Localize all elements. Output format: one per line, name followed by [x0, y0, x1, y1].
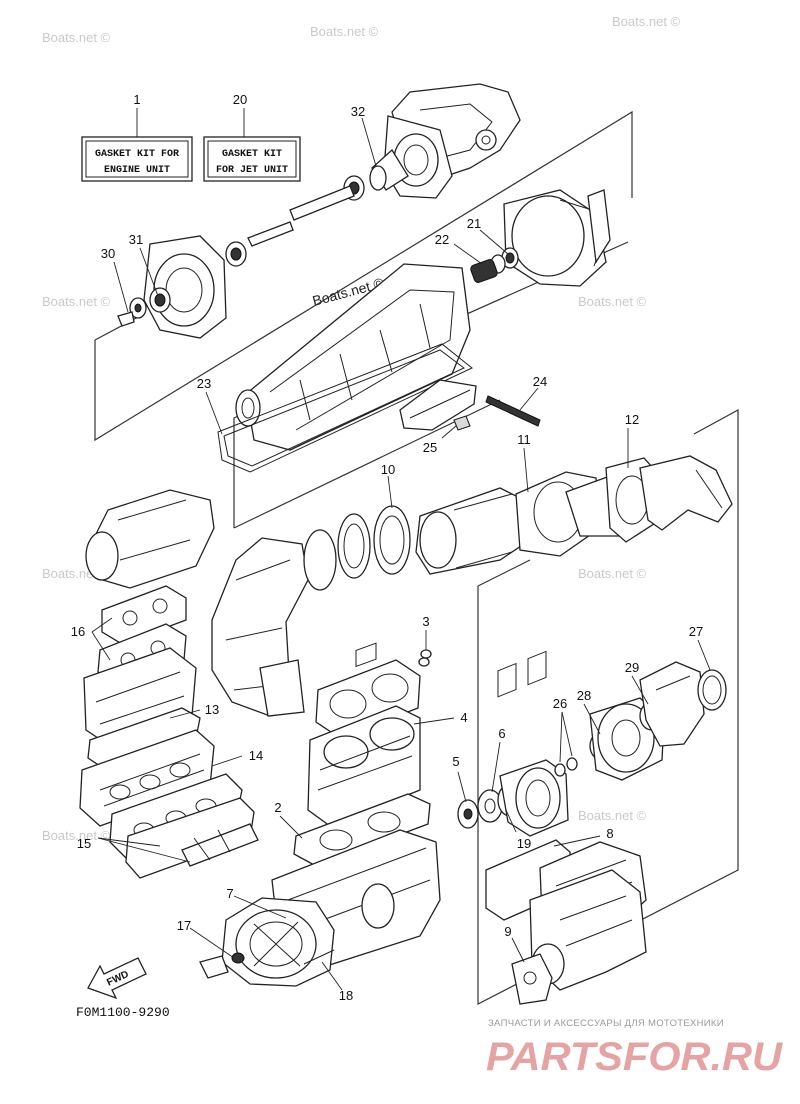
watermark: Boats.net ©: [310, 24, 379, 39]
callout-label: 17: [177, 918, 191, 933]
callout-label: 8: [606, 826, 613, 841]
callout-label: 4: [460, 710, 467, 725]
drive-shaft-upper: [289, 185, 355, 221]
pad-25: [453, 415, 471, 431]
callout-label: 3: [422, 614, 429, 629]
watermark: Boats.net ©: [578, 294, 647, 309]
watermark: Boats.net ©: [578, 566, 647, 581]
callout-label: 19: [517, 836, 531, 851]
promo-watermark: ЗАПЧАСТИ И АКСЕССУАРЫ ДЛЯ МОТОТЕХНИКИ PA…: [486, 1018, 783, 1079]
callout-label: 2: [274, 800, 281, 815]
kit-box-line2: ENGINE UNIT: [104, 165, 170, 176]
callout-label: 11: [517, 432, 531, 447]
diagram-code: F0M1100-9290: [76, 1005, 170, 1020]
watermark: Boats.net ©: [42, 30, 111, 45]
jet-unit-frame-top: [94, 110, 633, 442]
leader-lines: [91, 108, 711, 991]
callout-label: 24: [533, 374, 547, 389]
callout-label: 7: [226, 886, 233, 901]
callout-labels: 1 20 32 31 30 22 21 23 24 25 11 12 10 3 …: [71, 92, 703, 1003]
callout-label: 21: [467, 216, 481, 231]
kit-box-frame: [81, 136, 193, 182]
watermark: Boats.net ©: [612, 14, 681, 29]
jet-intake-assembly: [217, 263, 541, 473]
callout-label: 32: [351, 104, 365, 119]
callout-label: 5: [452, 754, 459, 769]
kit-box-line2: FOR JET UNIT: [216, 165, 288, 176]
rod-24: [485, 395, 541, 427]
callout-label: 29: [625, 660, 639, 675]
callout-label: 27: [689, 624, 703, 639]
manifold-left-assembly: [79, 585, 259, 879]
fwd-arrow-icon: FWD: [87, 957, 147, 1000]
spline-22: [470, 259, 498, 283]
watermark: Boats.net ©: [42, 294, 111, 309]
engine-frame: [477, 408, 739, 1005]
promo-brand: PARTSFOR.RU: [486, 1035, 783, 1079]
watermark: Boats.net ©: [42, 828, 111, 843]
jet-pump-assembly: [117, 83, 611, 339]
callout-label: 26: [553, 696, 567, 711]
callout-label: 31: [129, 232, 143, 247]
callout-label: 16: [71, 624, 85, 639]
engine-block-assembly: [199, 642, 441, 987]
o-ring-32: [369, 165, 387, 191]
callout-label: 15: [77, 836, 91, 851]
callout-label: 23: [197, 376, 211, 391]
callout-label: 9: [504, 924, 511, 939]
watermark: Boats.net ©: [578, 808, 647, 823]
coupling-assembly: [457, 661, 727, 837]
jet-unit-frame-mid: [233, 241, 629, 528]
callout-label: 12: [625, 412, 639, 427]
gasket-kit-jet-box: GASKET KIT FOR JET UNIT: [203, 136, 301, 182]
callout-label: 1: [133, 92, 140, 107]
gasket-kit-engine-box: GASKET KIT FOR ENGINE UNIT: [81, 136, 193, 182]
exhaust-assembly: [85, 455, 733, 717]
callout-label: 22: [435, 232, 449, 247]
callout-label: 14: [249, 748, 263, 763]
callout-label: 6: [498, 726, 505, 741]
kit-box-line1: GASKET KIT: [222, 149, 282, 160]
seal-30: [117, 311, 135, 327]
callout-label: 10: [381, 462, 395, 477]
kit-box-line1: GASKET KIT FOR: [95, 149, 179, 160]
callout-label: 20: [233, 92, 247, 107]
intake-manifold-assembly: [485, 650, 647, 1005]
kit-box-frame: [203, 136, 301, 182]
callout-label: 28: [577, 688, 591, 703]
callout-label: 30: [101, 246, 115, 261]
callout-label: 25: [423, 440, 437, 455]
callout-label: 13: [205, 702, 219, 717]
callout-label: 18: [339, 988, 353, 1003]
promo-strap: ЗАПЧАСТИ И АКСЕССУАРЫ ДЛЯ МОТОТЕХНИКИ: [488, 1018, 724, 1029]
